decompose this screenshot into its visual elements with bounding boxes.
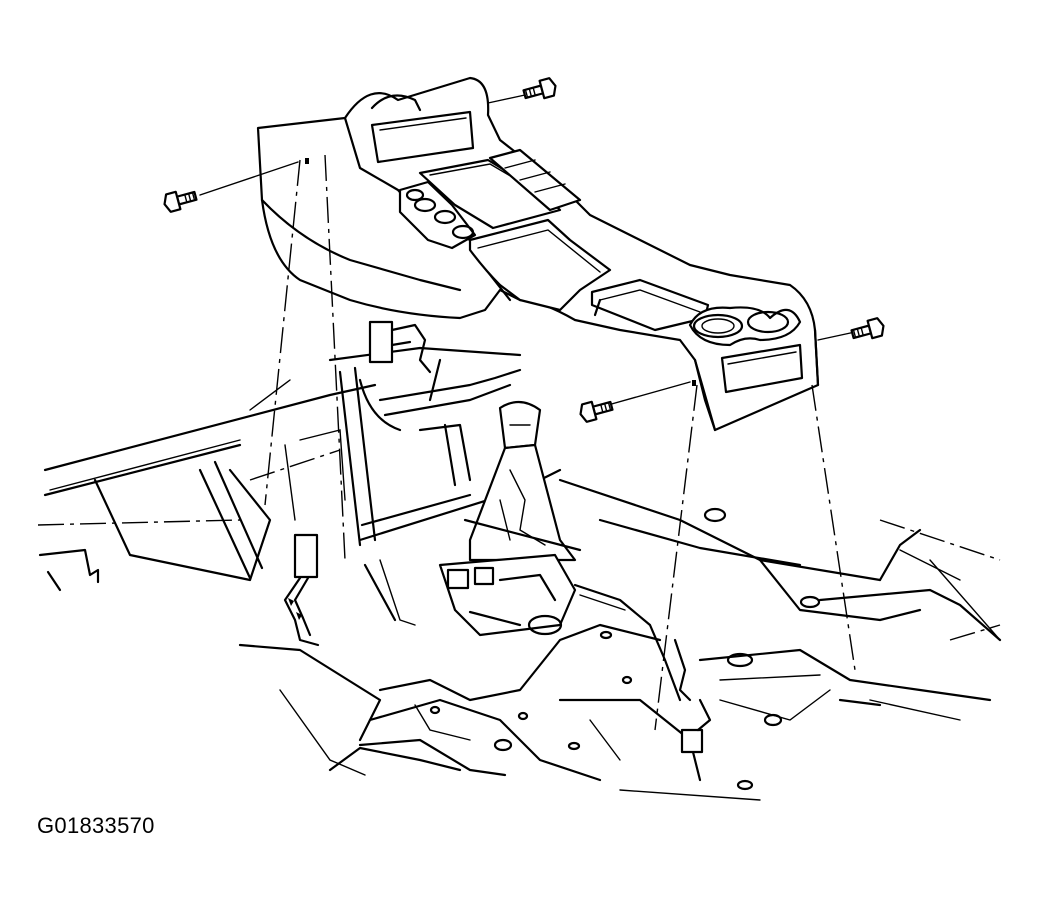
wiring-connector-upper xyxy=(368,320,432,374)
figure-code: G01833570 xyxy=(37,813,155,838)
alignment-lines xyxy=(249,154,856,731)
floor-pan xyxy=(37,383,1002,801)
console-bracket xyxy=(249,346,562,626)
bolt-leaders xyxy=(199,94,856,406)
wiring-harness-left xyxy=(283,533,320,647)
wiring-harness-right xyxy=(673,638,712,754)
bolt-icon xyxy=(163,77,885,423)
center-console xyxy=(256,76,820,432)
gear-shifter xyxy=(438,400,682,702)
